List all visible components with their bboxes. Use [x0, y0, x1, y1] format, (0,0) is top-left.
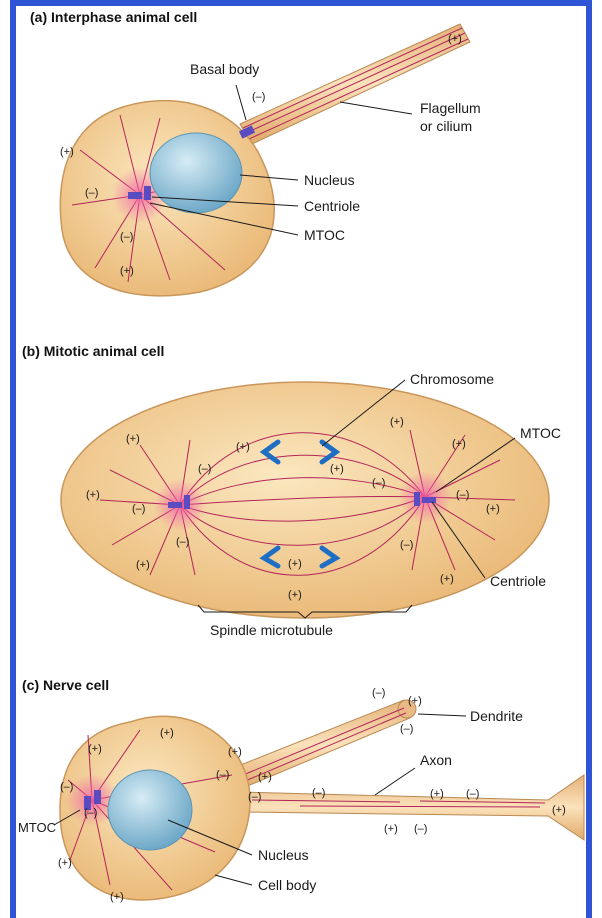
label-nucleus-c: Nucleus	[258, 847, 309, 863]
sign-plus: (+)	[330, 463, 344, 475]
label-basal-body: Basal body	[190, 61, 259, 77]
sign-minus: (–)	[456, 489, 469, 501]
sign-minus: (–)	[252, 91, 265, 103]
sign-plus: (+)	[126, 433, 140, 445]
label-cell-body: Cell body	[258, 877, 316, 893]
sign-plus: (+)	[110, 891, 124, 903]
centriole	[128, 192, 142, 199]
sign-minus: (–)	[176, 536, 189, 548]
nerve-nucleus	[108, 770, 192, 850]
sign-plus: (+)	[430, 788, 444, 800]
label-axon: Axon	[420, 752, 452, 768]
left-centriole-pair	[184, 495, 190, 509]
sign-plus: (+)	[288, 558, 302, 570]
panel-nerve: (c) Nerve cell	[18, 677, 584, 903]
sign-plus: (+)	[58, 857, 72, 869]
sign-plus: (+)	[136, 559, 150, 571]
label-centriole-b: Centriole	[490, 573, 546, 589]
label-chromosome: Chromosome	[410, 371, 494, 387]
dendrite	[228, 700, 416, 790]
label-mtoc-b: MTOC	[520, 425, 561, 441]
label-mtoc-c: MTOC	[18, 820, 56, 835]
sign-plus: (+)	[486, 503, 500, 515]
sign-minus: (–)	[372, 687, 385, 699]
sign-plus: (+)	[384, 823, 398, 835]
label-cilium: or cilium	[420, 118, 472, 134]
panel-mitotic: (b) Mitotic animal cell	[22, 343, 561, 638]
left-centriole	[168, 502, 182, 508]
sign-minus: (–)	[216, 769, 229, 781]
centriole-pair	[144, 186, 151, 200]
sign-minus: (–)	[120, 231, 133, 243]
sign-minus: (–)	[198, 463, 211, 475]
sign-plus: (+)	[88, 743, 102, 755]
sign-plus: (+)	[160, 727, 174, 739]
sign-plus: (+)	[440, 573, 454, 585]
panel-a-title: (a) Interphase animal cell	[30, 9, 197, 25]
label-mtoc: MTOC	[304, 227, 345, 243]
sign-plus: (+)	[448, 33, 462, 45]
sign-minus: (–)	[132, 503, 145, 515]
nerve-centriole-pair	[94, 790, 101, 804]
sign-minus: (–)	[248, 791, 261, 803]
sign-minus: (–)	[400, 723, 413, 735]
sign-plus: (+)	[408, 695, 422, 707]
axon	[240, 775, 584, 840]
mitotic-cell-body	[61, 382, 549, 618]
label-spindle: Spindle microtubule	[210, 622, 333, 638]
sign-plus: (+)	[60, 146, 74, 158]
sign-minus: (–)	[414, 823, 427, 835]
label-dendrite: Dendrite	[470, 708, 523, 724]
sign-minus: (–)	[85, 187, 98, 199]
sign-plus: (+)	[228, 746, 242, 758]
sign-plus: (+)	[120, 265, 134, 277]
panel-interphase: (a) Interphase animal cell	[30, 9, 481, 296]
panel-b-title: (b) Mitotic animal cell	[22, 343, 164, 359]
right-centriole	[414, 492, 420, 506]
sign-minus: (–)	[372, 477, 385, 489]
sign-plus: (+)	[86, 489, 100, 501]
right-centriole-pair	[422, 497, 436, 503]
sign-minus: (–)	[60, 781, 73, 793]
sign-plus: (+)	[452, 438, 466, 450]
sign-plus: (+)	[552, 804, 566, 816]
sign-plus: (+)	[258, 771, 272, 783]
sign-minus: (–)	[84, 807, 97, 819]
label-centriole: Centriole	[304, 198, 360, 214]
sign-minus: (–)	[466, 788, 479, 800]
label-flagellum: Flagellum	[420, 100, 481, 116]
label-nucleus: Nucleus	[304, 172, 355, 188]
sign-minus: (–)	[400, 539, 413, 551]
nucleus	[150, 133, 242, 213]
sign-plus: (+)	[390, 416, 404, 428]
sign-plus: (+)	[288, 589, 302, 601]
sign-plus: (+)	[236, 441, 250, 453]
panel-c-title: (c) Nerve cell	[22, 677, 109, 693]
sign-minus: (–)	[312, 787, 325, 799]
